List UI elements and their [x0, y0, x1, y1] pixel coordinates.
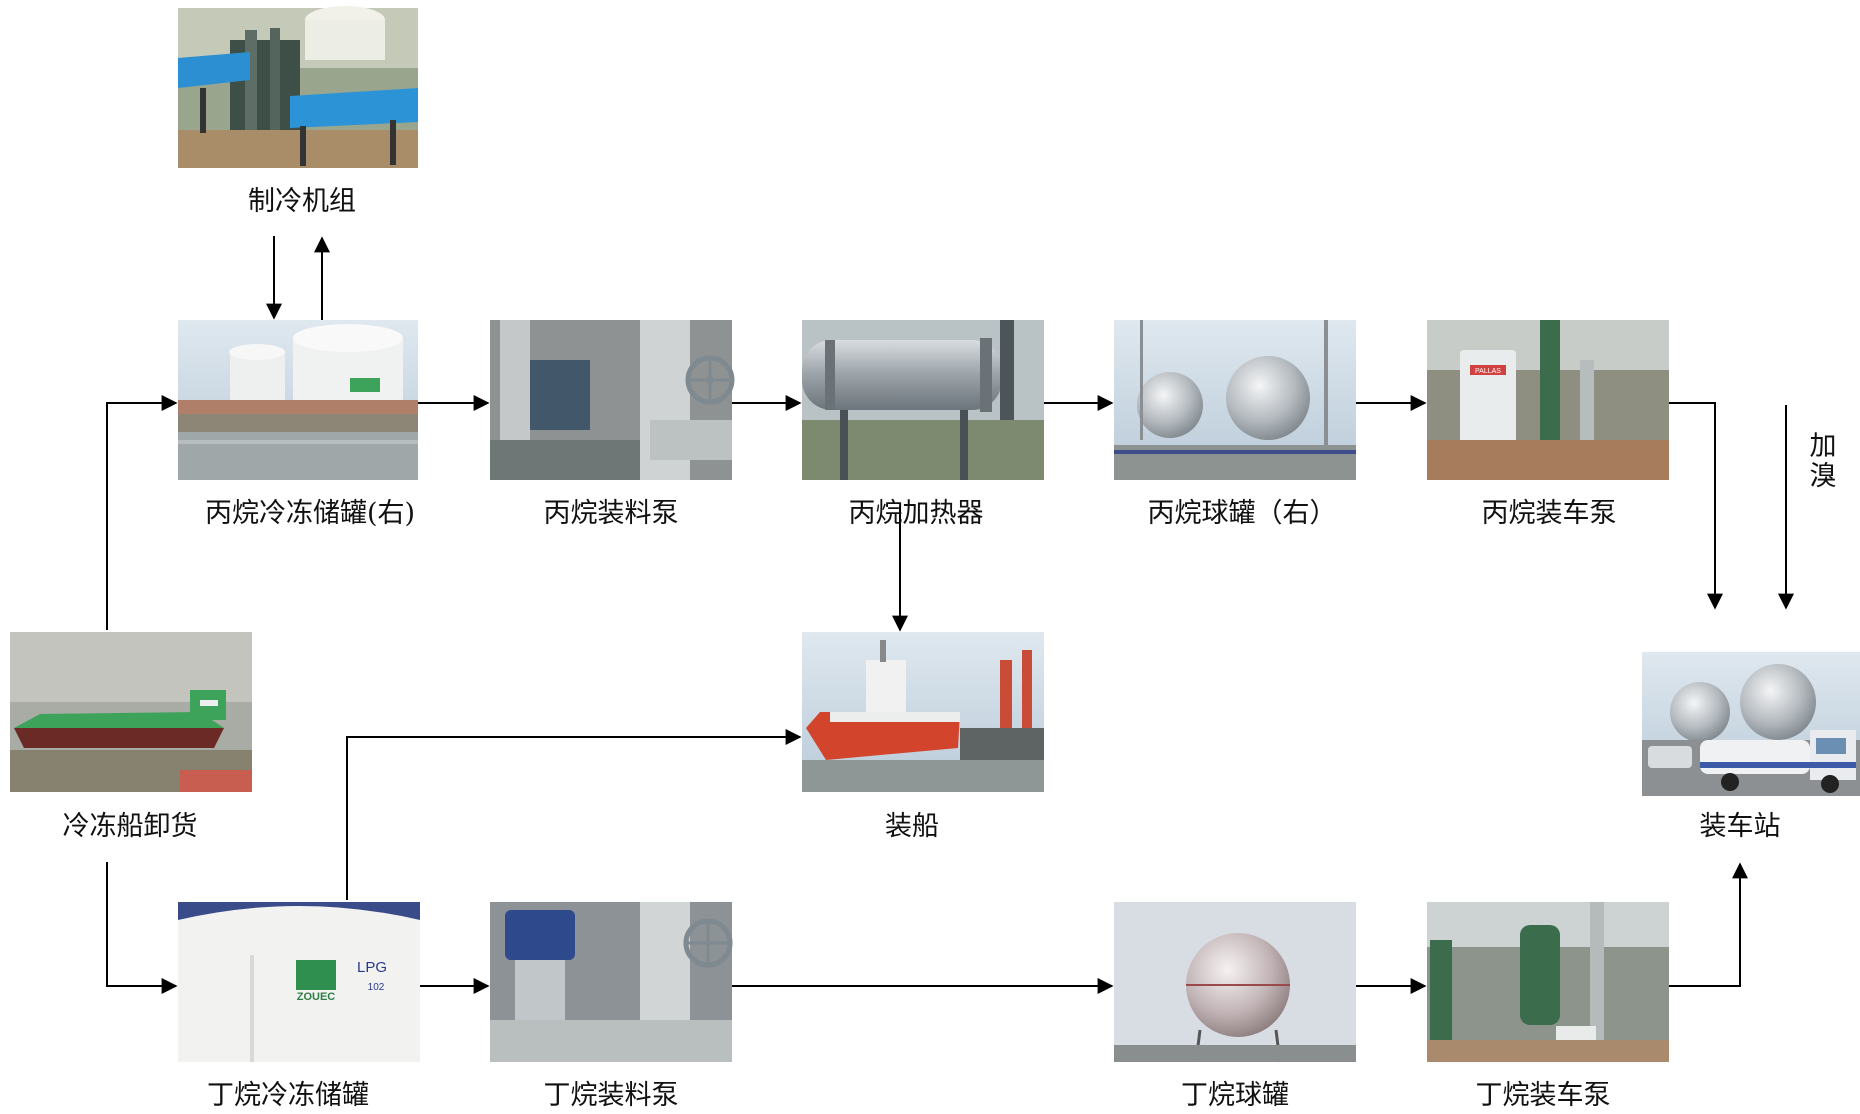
propane-frozen-tank-photo	[178, 320, 418, 480]
refrigeration-unit-photo	[178, 6, 418, 168]
label-add-bromine: 加 溴	[1803, 432, 1843, 492]
label-propane-heater: 丙烷加热器	[848, 498, 984, 529]
label-add-bromine-char-1: 加	[1809, 431, 1837, 462]
label-butane-truck-pump: 丁烷装车泵	[1475, 1080, 1611, 1111]
label-butane-loading-pump: 丁烷装料泵	[543, 1080, 679, 1111]
tank-number-text: 102	[368, 982, 385, 993]
label-propane-frozen-tank: 丙烷冷冻储罐(右)	[204, 498, 416, 529]
butane-sphere-photo	[1114, 902, 1356, 1063]
label-ship-unloading: 冷冻船卸货	[62, 811, 198, 842]
butane-truck-pump-photo	[1427, 902, 1669, 1062]
butane-frozen-tank-photo: ZOUEC LPG 102	[178, 902, 420, 1062]
arrow-butane-truck-pump-to-station	[1669, 862, 1748, 987]
arrow-propane-truck-pump-to-station	[1669, 402, 1723, 610]
propane-heater-photo	[802, 320, 1044, 480]
label-butane-sphere: 丁烷球罐	[1181, 1080, 1289, 1111]
connectors	[106, 236, 1794, 994]
label-butane-frozen-tank: 丁烷冷冻储罐	[207, 1080, 369, 1111]
arrow-ship-to-propane-tank	[106, 395, 178, 630]
arrow-butane-tank-to-ship-loading	[346, 729, 802, 900]
arrow-ship-to-butane-tank	[106, 862, 178, 994]
label-truck-station: 装车站	[1699, 811, 1781, 842]
label-ship-loading: 装船	[885, 811, 939, 842]
tank-lpg-text: LPG	[357, 959, 387, 976]
truck-station-photo	[1642, 652, 1860, 796]
propane-loading-pump-photo	[490, 320, 735, 480]
butane-loading-pump-photo	[490, 902, 733, 1062]
pump-badge-text: PALLAS	[1475, 368, 1501, 375]
label-propane-sphere: 丙烷球罐（右）	[1147, 498, 1337, 529]
label-propane-truck-pump: 丙烷装车泵	[1481, 498, 1617, 529]
ship-loading-photo	[802, 632, 1044, 792]
label-add-bromine-char-2: 溴	[1809, 461, 1837, 492]
propane-sphere-photo	[1114, 320, 1356, 480]
label-propane-loading-pump: 丙烷装料泵	[543, 498, 679, 529]
propane-truck-pump-photo: PALLAS	[1427, 320, 1669, 480]
label-refrigeration-unit: 制冷机组	[248, 186, 356, 217]
ship-unloading-photo	[10, 632, 252, 792]
tank-logo-text: ZOUEC	[297, 991, 336, 1003]
